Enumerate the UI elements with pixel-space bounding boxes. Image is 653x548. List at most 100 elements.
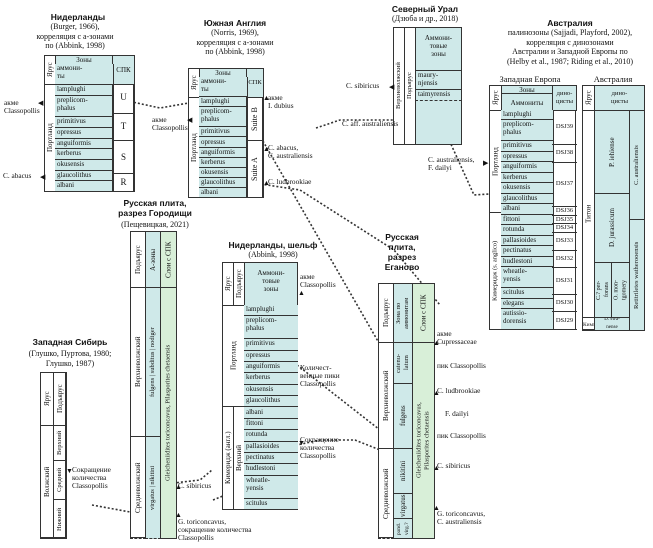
azone: pand. virg.? <box>393 518 413 539</box>
dsj-zone: DSJ38 <box>552 145 577 163</box>
dsj-zone: DSJ35 <box>552 216 577 225</box>
zone-australia-17: autissio- dorensis <box>501 309 553 330</box>
zone-australia-10: rotunda <box>501 225 553 236</box>
azone: fulgens | subditus | nodiger <box>145 287 161 437</box>
urals-column: Верхневолжский Подъярус Аммони- товые зо… <box>393 27 462 145</box>
siberia-title: Западная Сибирь <box>32 337 108 347</box>
note: C. sibiricus <box>178 481 212 490</box>
zone-england-0: аммони- ты <box>199 77 247 98</box>
gorodishche-title: Русская плита, разрез Городищи <box>100 198 210 218</box>
header: Ярус <box>40 372 54 426</box>
note: акме Classopollis <box>152 115 188 132</box>
title-line: разрез <box>387 252 417 262</box>
arrow-up-icon: ▲ <box>298 289 305 297</box>
ammonites-header: Аммониты <box>501 93 553 111</box>
zone-shelf-4: anguiformis <box>244 362 298 374</box>
ref-line: Глушко, 1987) <box>45 358 95 368</box>
header: Слои с СПК <box>412 283 435 343</box>
note: Количест- венные пики Classopollis <box>300 363 340 388</box>
ammonite-zone-header: Аммони- товые зоны <box>415 27 462 71</box>
zone-australia-1: preplicom- phalus <box>501 120 553 142</box>
zone-australia-0: lamplughi <box>501 110 553 121</box>
spk-header: СПК <box>112 55 135 85</box>
zone-netherlands-5: anguiformis <box>55 139 113 150</box>
substage: Верхневолжский <box>378 342 394 449</box>
zone-shelf-5: kerberus <box>244 373 298 385</box>
header: А-зоны <box>145 231 161 288</box>
zone-empty <box>415 100 462 145</box>
dsj-zone: DSJ32 <box>552 251 577 269</box>
dsj-zone: DSJ31 <box>552 268 577 295</box>
stage-cell: Волжский <box>40 425 54 539</box>
spk: Gleicheniidites toriconcavus, Pilasporit… <box>160 287 177 539</box>
england-title: Южная Англия <box>203 18 267 28</box>
eganovo-column: Подъярус Зона по аммонитам Слои с СПК Ве… <box>378 283 435 539</box>
netherlands-ref: (Burger, 1966), корреляция с a-зонами по… <box>20 22 130 51</box>
aus-zone: D. swa- nense <box>594 317 630 331</box>
note: пик Classopollis <box>437 361 486 370</box>
note: акме Cupressaceae <box>437 329 477 346</box>
title-line: Русская <box>385 232 419 242</box>
zone-netherlands-9: albani <box>55 181 113 192</box>
spk-zone: Suite B <box>246 97 264 141</box>
zone-england-3: primitivus <box>199 127 247 138</box>
west-europe-column: Ярус Портланд Кимеридж (s. anglico) Зоны… <box>489 85 577 330</box>
zone-england-4: opressus <box>199 138 247 148</box>
zone-shelf-2: primitivus <box>244 339 298 351</box>
shelf-column: Ярус Подъярус Аммони- товые зоны Портлан… <box>222 262 298 510</box>
title-line: Русская плита, <box>123 198 187 208</box>
note: Сокращение количества Classopollis <box>72 465 111 490</box>
zone-shelf-12: pectinatus <box>244 453 298 465</box>
zone-shelf-7: glaucolithus <box>244 396 298 408</box>
gorodishche-ref: (Пещевицкая, 2021) <box>121 220 189 229</box>
shelf-ref: (Abbink, 1998) <box>248 250 298 259</box>
zone-shelf-3: opressus <box>244 351 298 362</box>
zone-australia-9: fittoni <box>501 215 553 226</box>
zone-england-9: albani <box>199 188 247 198</box>
note: C. ludbrookiae <box>268 177 312 186</box>
header: Слои с СПК <box>160 231 177 288</box>
substage: Верхний <box>53 425 67 461</box>
zone-shelf-1: preplicom- phalus <box>244 316 298 340</box>
zone-england-5: anguiformis <box>199 148 247 158</box>
arrow-up-icon: ▲ <box>175 483 182 491</box>
ref-line: корреляция с a-зонами <box>36 31 114 41</box>
azone: nikitini <box>393 448 413 494</box>
spk-header: СПК <box>246 68 264 98</box>
spk: Gleicheniidites toriconcavus, Pilasporit… <box>412 342 435 539</box>
arrow-up-icon: ▲ <box>433 464 440 472</box>
note: C. sibiricus <box>346 81 380 90</box>
zone-england-1: lamplughi <box>199 97 247 108</box>
dsj-zone: DSJ29 <box>552 312 577 330</box>
aus-zone: P. iehiense <box>594 110 630 194</box>
aus-zone: O. mon- tgomery <box>611 262 630 318</box>
arrow-left-icon: ◀ <box>40 173 46 181</box>
zone-australia-7: glaucolithus <box>501 194 553 205</box>
zone-england-6: kerberus <box>199 158 247 168</box>
zone-england-8: glaucolithus <box>199 178 247 188</box>
note: F. dailyi <box>445 409 469 418</box>
zone-netherlands-4: opressus <box>55 128 113 139</box>
shelf-title: Нидерланды, шельф <box>228 240 318 250</box>
arrow-left-icon: ◀ <box>187 116 193 124</box>
header: Зона по аммонитам <box>393 283 413 343</box>
ref-line: (Burger, 1966), <box>50 22 100 31</box>
zone: maury- njensis <box>415 70 462 90</box>
ref-line: (Глушко, Пуртова, 1980; <box>28 349 112 358</box>
dsj-zone: DSJ39 <box>552 110 577 146</box>
arrow-down-icon: ▼ <box>66 467 73 475</box>
zone-australia-12: pectinatus <box>501 246 553 257</box>
zone-netherlands-2: preplicom- phalus <box>55 96 113 118</box>
arrow-up-icon: ▲ <box>433 389 440 397</box>
zone-australia-6: okusensis <box>501 183 553 194</box>
australia-column: Ярус Титон Кимм. дино- цисты P. iehiense… <box>582 85 645 331</box>
zone-netherlands-0: аммони- ты <box>55 64 113 86</box>
zone-australia-13: hudlestoni <box>501 257 553 268</box>
zone-netherlands-3: primitivus <box>55 117 113 128</box>
zone-shelf-9: fittoni <box>244 419 298 431</box>
dsj-zone: DSJ37 <box>552 163 577 207</box>
aus-zone: D. jurassicum <box>594 193 630 263</box>
